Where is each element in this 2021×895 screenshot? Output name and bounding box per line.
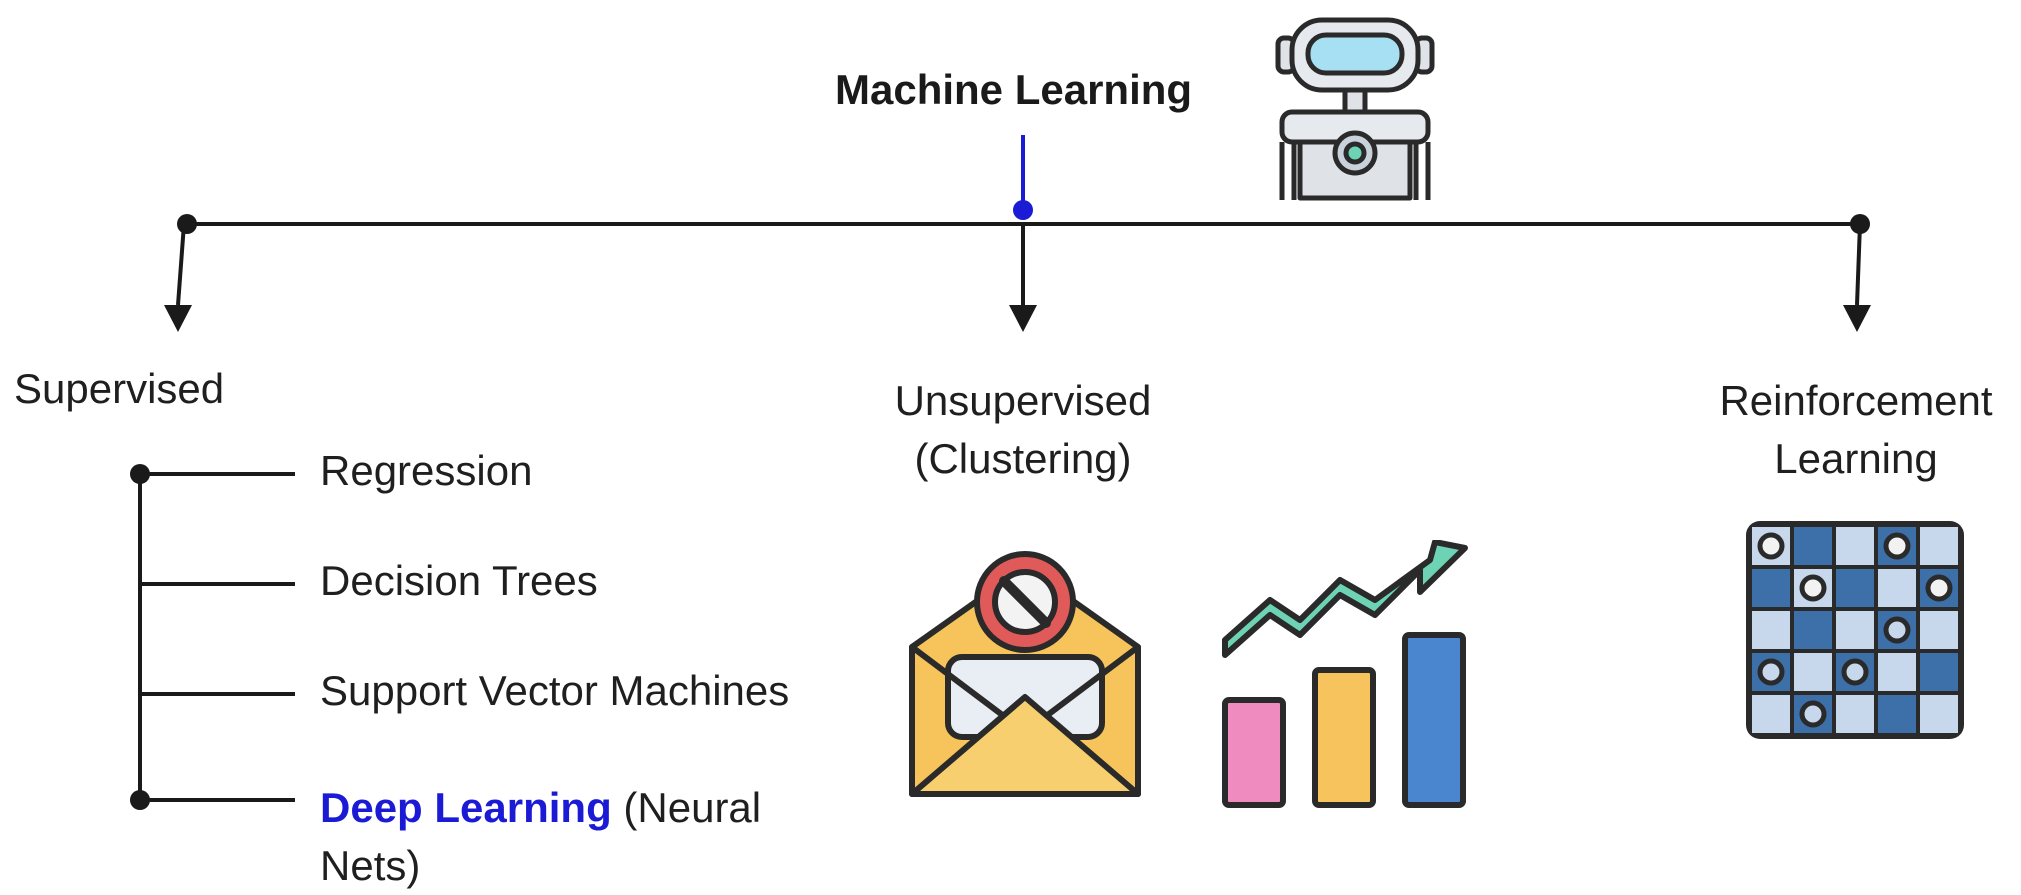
supervised-bracket xyxy=(130,464,295,810)
board-cell xyxy=(1836,611,1874,649)
board-cell xyxy=(1920,653,1958,691)
arrow-unsupervised xyxy=(1009,224,1037,332)
supervised-item-deep-learning: Deep Learning (Neural Nets) xyxy=(320,779,761,895)
board-cell xyxy=(1920,611,1958,649)
supervised-item-regression: Regression xyxy=(320,447,533,494)
reinforcement-label: Reinforcement Learning xyxy=(1700,372,2012,488)
board-cell xyxy=(1752,695,1790,733)
supervised-item-decision-trees: Decision Trees xyxy=(320,557,598,604)
arrow-supervised xyxy=(164,223,192,332)
board-cell xyxy=(1836,527,1874,565)
deep-learning-rest-line1: (Neural xyxy=(623,784,762,831)
reinforcement-label-line2: Learning xyxy=(1774,435,1938,482)
unsupervised-label-line1: Unsupervised xyxy=(894,377,1152,424)
board-cell xyxy=(1878,569,1916,607)
deep-learning-highlight: Deep Learning xyxy=(320,784,612,831)
board-cell xyxy=(1836,695,1874,733)
arrow-reinforcement xyxy=(1843,223,1871,332)
board-cell xyxy=(1794,653,1832,691)
board-cell xyxy=(1920,527,1958,565)
supervised-item-svm: Support Vector Machines xyxy=(320,667,790,714)
spam-mail-icon xyxy=(909,551,1141,797)
growth-chart-icon xyxy=(1222,540,1468,808)
game-board-icon xyxy=(1746,521,1964,739)
board-cell xyxy=(1794,527,1832,565)
board-cell xyxy=(1920,695,1958,733)
diagram-title: Machine Learning xyxy=(835,66,1193,113)
title-stem-dot xyxy=(1013,200,1033,220)
unsupervised-label-line2: (Clustering) xyxy=(914,435,1132,482)
board-cell xyxy=(1752,611,1790,649)
board-cell xyxy=(1794,611,1832,649)
supervised-label: Supervised xyxy=(14,365,225,412)
board-cell xyxy=(1836,569,1874,607)
reinforcement-label-line1: Reinforcement xyxy=(1719,377,1993,424)
unsupervised-label: Unsupervised (Clustering) xyxy=(868,372,1178,488)
board-cell xyxy=(1752,569,1790,607)
deep-learning-rest-line2: Nets) xyxy=(320,842,421,889)
bar-dot-left xyxy=(177,214,197,234)
board-cell xyxy=(1878,695,1916,733)
board-cell xyxy=(1878,653,1916,691)
robot-icon xyxy=(1275,17,1435,201)
